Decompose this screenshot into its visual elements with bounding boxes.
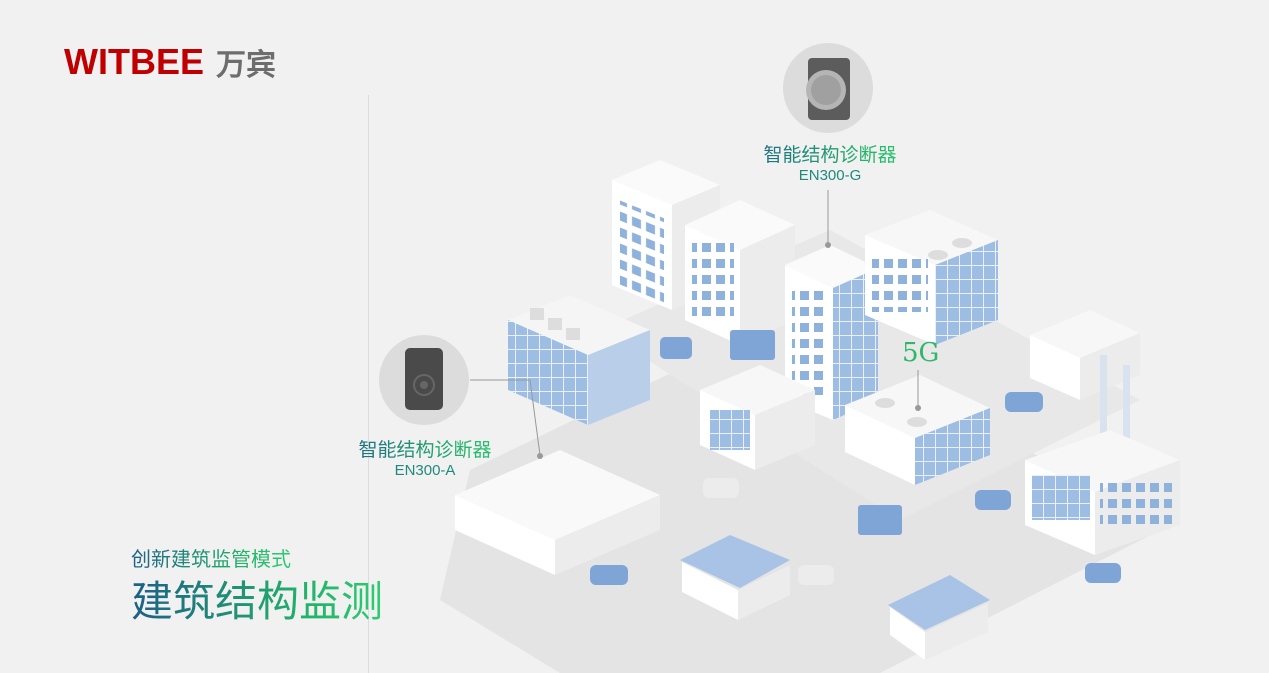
device-label-en300-g: 智能结构诊断器 EN300-G	[740, 140, 920, 184]
headline-title: 建筑结构监测	[131, 568, 383, 629]
device-model: EN300-G	[798, 167, 862, 184]
5g-label: 5G	[902, 338, 940, 368]
device-model: EN300-A	[394, 462, 456, 479]
brand-logo: WITBEE 万宾	[64, 40, 276, 84]
device-label-en300-a: 智能结构诊断器 EN300-A	[335, 435, 515, 479]
vertical-divider	[368, 95, 369, 673]
logo-chinese: 万宾	[216, 48, 276, 83]
device-en300-a-image	[379, 335, 469, 425]
device-en300-g-image	[783, 43, 873, 133]
logo-english: WITBEE	[64, 41, 204, 82]
device-name: 智能结构诊断器	[335, 435, 515, 462]
headline-subtitle: 创新建筑监管模式	[131, 543, 291, 572]
device-name: 智能结构诊断器	[740, 140, 920, 167]
